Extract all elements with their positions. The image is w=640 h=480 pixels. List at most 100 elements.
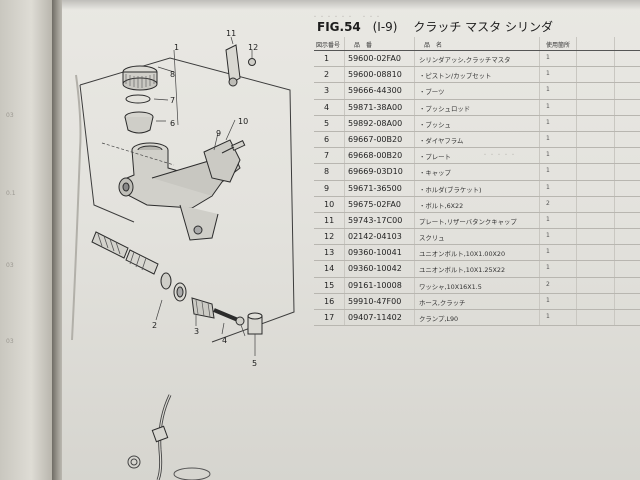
part-quantity: 1 (546, 183, 550, 191)
part-number: 69668-00B20 (348, 151, 403, 161)
part-description: ・ピストン/カップセット (419, 72, 492, 81)
part-description: ・ダイヤフラム (419, 136, 464, 145)
ref-number: 13 (324, 248, 335, 258)
part-description: ユニオンボルト,10X1.00X20 (419, 250, 506, 259)
part-number: 59600-08810 (348, 70, 402, 80)
callout-4: 4 (222, 336, 227, 345)
table-row: 7 69668-00B20 ・プレート 1 (314, 148, 640, 165)
ref-number: 2 (324, 70, 330, 80)
ref-number: 7 (324, 151, 330, 161)
part-number: 59871-38A00 (348, 102, 403, 112)
callout-7: 7 (170, 96, 175, 105)
part-quantity: 1 (546, 264, 550, 272)
holder-part (203, 139, 241, 183)
left-page-label: 03 (6, 262, 14, 269)
header-ref-no: 図示番号 (316, 42, 341, 49)
boot-part (191, 297, 215, 319)
figure-name: クラッチ マスタ シリンダ (413, 20, 553, 34)
callout-11: 11 (226, 29, 236, 38)
part-description: ・プッシュロッド (419, 104, 471, 113)
piston-cup-set-part (91, 231, 187, 302)
part-quantity: 1 (546, 102, 550, 110)
part-number: 59892-08A00 (348, 118, 403, 128)
callout-2: 2 (152, 321, 157, 330)
reservoir-plate-part (225, 44, 241, 87)
part-number: 59910-47F00 (348, 296, 402, 306)
table-row: 4 59871-38A00 ・プッシュロッド 1 (314, 100, 640, 116)
part-description: ・ブーツ (419, 88, 445, 97)
part-quantity: 1 (546, 313, 550, 320)
part-number: 09161-10008 (348, 280, 402, 290)
screw-part (248, 58, 256, 66)
part-quantity: 1 (546, 167, 550, 175)
part-number: 59600-02FA0 (348, 54, 401, 63)
bleed-through: ・・・・・ (482, 152, 518, 159)
figure-label: FIG.54 (317, 20, 361, 34)
part-number: 59675-02FA0 (348, 199, 401, 209)
figure-title: FIG.54 (I-9) クラッチ マスタ シリンダ (317, 18, 553, 35)
catalog-page: 1 2 3 4 5 6 7 8 9 10 11 12 ・・・・・・ ・・・ ・・… (62, 0, 640, 480)
table-row: 13 09360-10041 ユニオンボルト,10X1.00X20 1 (314, 245, 640, 262)
part-number: 09360-10042 (348, 264, 402, 274)
part-number: 59743-17C00 (348, 215, 403, 225)
callout-8: 8 (170, 70, 175, 79)
header-part-no: 品 番 (354, 42, 373, 49)
diaphragm-part (124, 111, 154, 134)
page-shadow (62, 0, 640, 10)
ref-number: 9 (324, 183, 330, 193)
part-number: 09360-10041 (348, 248, 402, 258)
ref-number: 11 (324, 215, 335, 225)
ref-number: 1 (324, 54, 330, 63)
part-quantity: 1 (546, 118, 550, 126)
left-page-label: 03 (6, 112, 14, 119)
master-cylinder-body (118, 142, 241, 241)
callout-9: 9 (216, 129, 221, 138)
part-quantity: 1 (546, 151, 550, 159)
left-page-label: 03 (6, 338, 14, 345)
part-description: プレート,リザーバタンクキャップ (419, 217, 517, 226)
clamp-part (173, 467, 211, 480)
callout-6: 6 (170, 119, 175, 128)
left-page: 03 0.1 03 03 (0, 0, 52, 480)
part-description: クランプ,L90 (419, 315, 459, 323)
part-description: ・キャップ (419, 169, 451, 178)
callout-3: 3 (194, 327, 199, 336)
ref-number: 6 (324, 134, 330, 144)
part-description: ・プレート (419, 153, 451, 162)
part-number: 09407-11402 (348, 313, 402, 322)
part-description: ワッシャ,10X16X1.5 (419, 282, 482, 291)
callout-10: 10 (238, 117, 248, 126)
table-row: 17 09407-11402 クランプ,L90 1 (314, 310, 640, 327)
table-header: 図示番号 品 番 品 名 使用箇所 (314, 37, 640, 51)
callout-12: 12 (248, 43, 258, 52)
push-rod-part (213, 308, 245, 326)
ref-number: 5 (324, 118, 330, 128)
plate-part (125, 94, 151, 104)
ref-number: 8 (324, 167, 330, 177)
part-quantity: 1 (546, 232, 550, 240)
callout-5: 5 (252, 359, 257, 368)
bleed-through: ・・・・・・ ・・・ (312, 14, 383, 21)
ref-number: 3 (324, 86, 330, 96)
ref-number: 12 (324, 232, 335, 242)
part-quantity: 1 (546, 248, 550, 256)
ref-number: 14 (324, 264, 335, 274)
bolt-part (221, 139, 246, 154)
header-description: 品 名 (424, 42, 443, 49)
part-description: ホース,クラッチ (419, 298, 466, 307)
ref-number: 17 (324, 313, 335, 322)
ref-number: 15 (324, 280, 335, 290)
ref-number: 4 (324, 102, 330, 112)
exploded-diagram: 1 2 3 4 5 6 7 8 9 10 11 12 (71, 29, 295, 480)
